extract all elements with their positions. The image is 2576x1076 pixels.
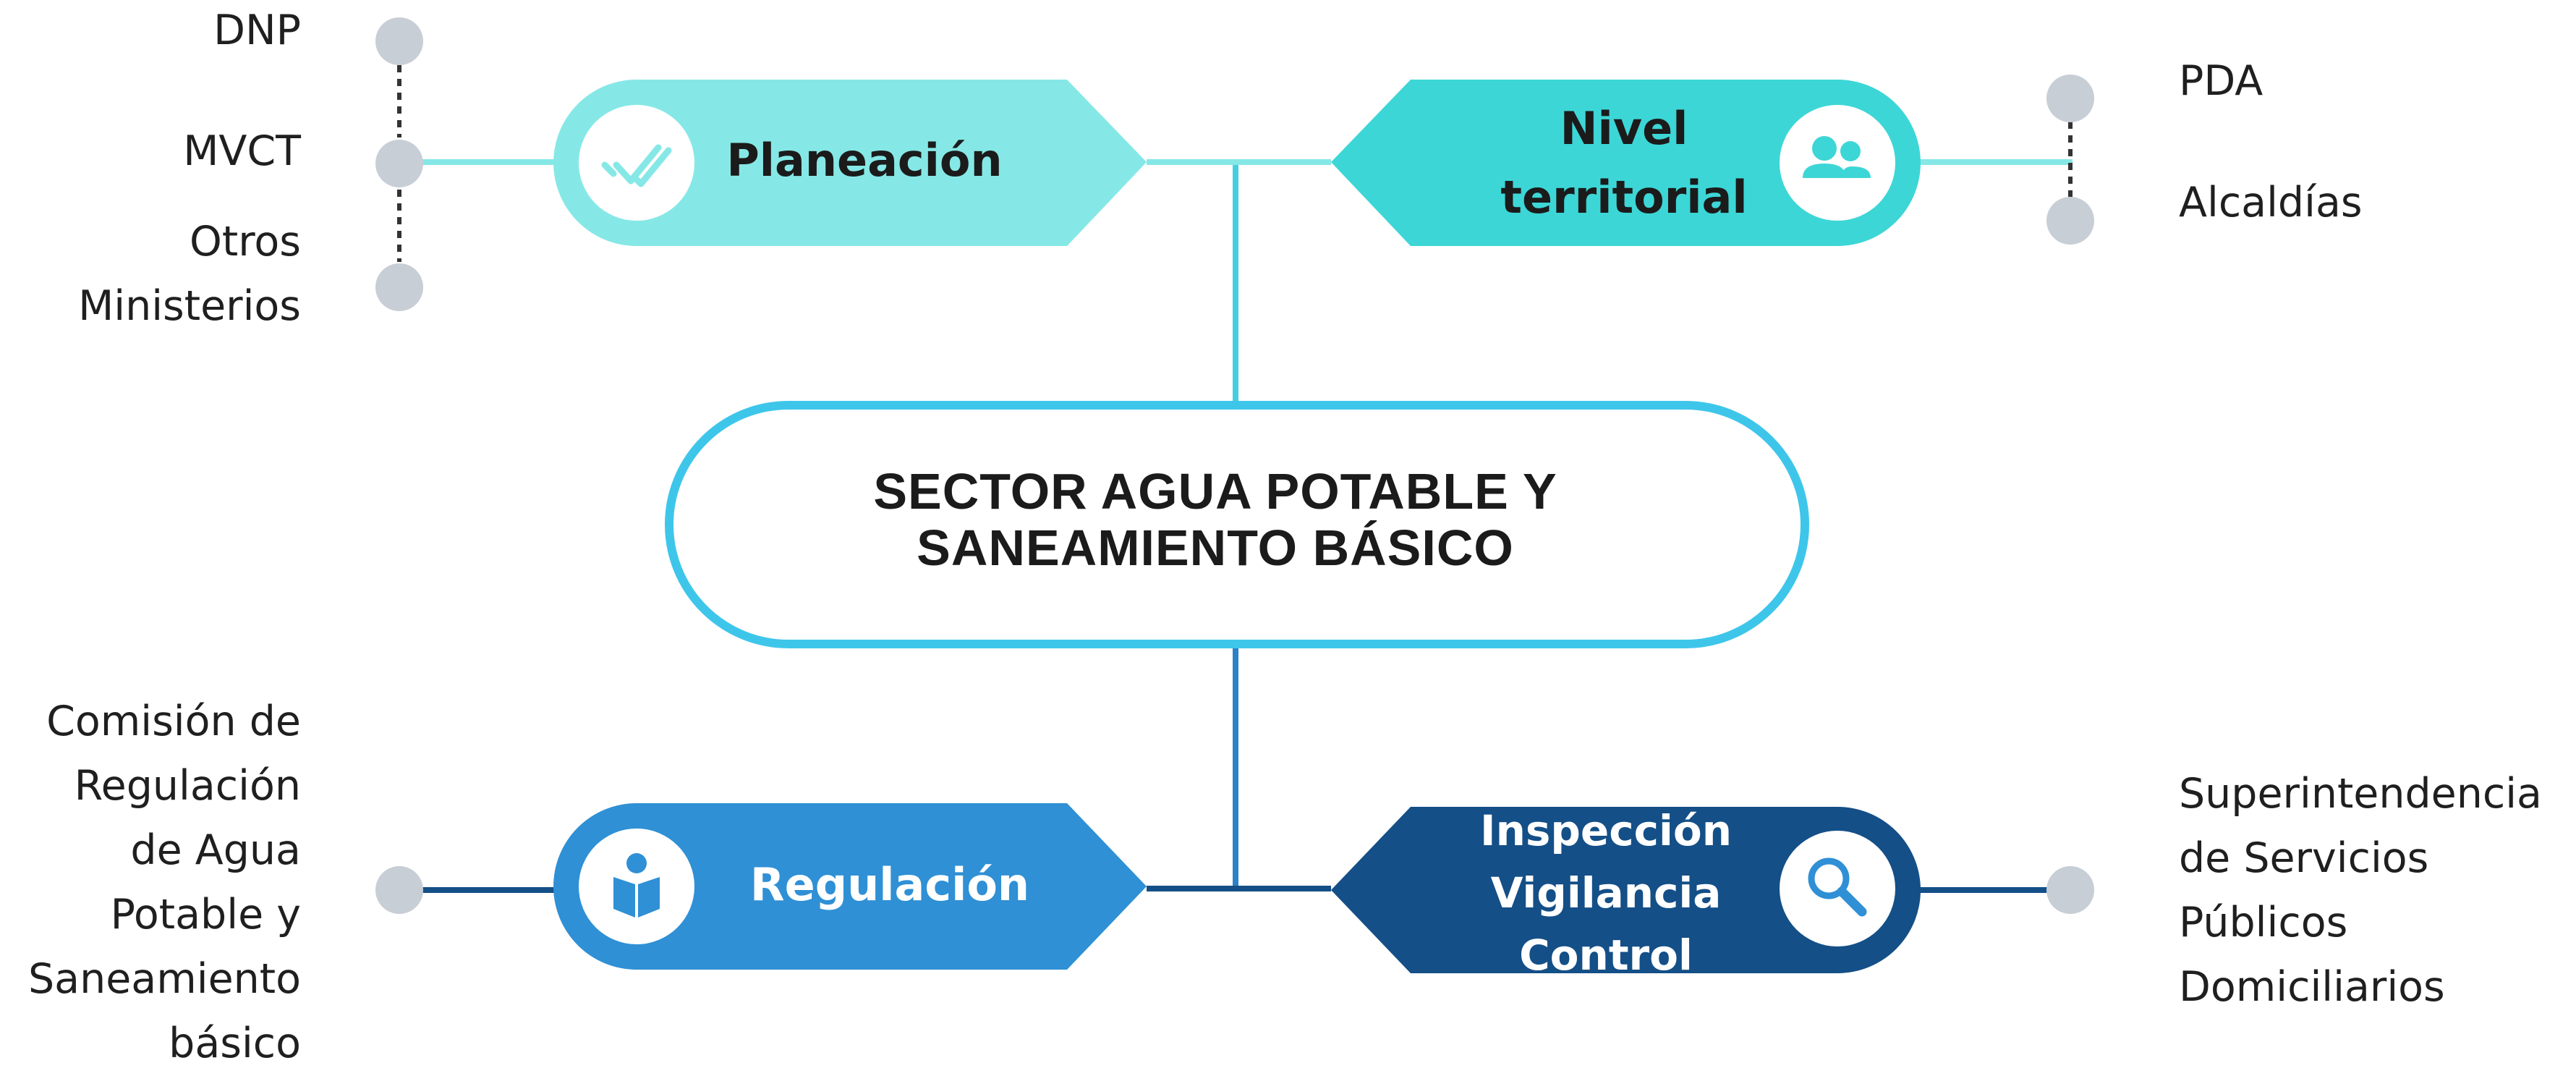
reading-person-icon [613, 853, 660, 918]
magnifier-icon [1808, 857, 1867, 917]
regulacion-icon-circle [579, 829, 694, 944]
territorial-tag [1331, 80, 1921, 246]
node-dot-comision [375, 866, 423, 914]
node-dot-mvct [375, 140, 423, 187]
inspeccion-label-line-1: Inspección [1479, 806, 1733, 855]
regulacion-tag [553, 803, 1147, 970]
inspeccion-label-line-3: Control [1519, 931, 1693, 980]
related-pda: PDA [2179, 57, 2263, 105]
related-comision: Comisión de Regulación de Agua Potable y… [27, 698, 301, 1067]
node-dot-superintendencia [2046, 866, 2094, 914]
double-check-icon [601, 144, 672, 187]
center-title-line-1: SECTOR AGUA POTABLE Y [873, 463, 1557, 520]
center-title: SECTOR AGUA POTABLE Y SANEAMIENTO BÁSICO [669, 463, 1761, 576]
center-title-line-2: SANEAMIENTO BÁSICO [917, 520, 1514, 576]
related-mvct: MVCT [183, 127, 301, 175]
node-dot-dnp [375, 17, 423, 65]
related-alcaldias: Alcaldías [2179, 179, 2363, 226]
node-dot-pda [2046, 75, 2094, 122]
territorial-label-line-1: Nivel [1560, 102, 1688, 155]
inspeccion-label-line-2: Vigilancia [1490, 868, 1722, 918]
territorial-label: Nivel territorial [1479, 94, 1769, 232]
territorial-label-line-2: territorial [1500, 171, 1748, 224]
inspeccion-tag [1331, 807, 1921, 973]
planeacion-tag [553, 80, 1147, 246]
center-pill [665, 401, 1809, 648]
regulacion-label: Regulación [749, 858, 1030, 911]
related-dnp: DNP [213, 7, 301, 54]
territorial-icon-circle [1780, 105, 1895, 221]
node-dot-otros [375, 263, 423, 311]
node-dot-alcaldias [2046, 197, 2094, 245]
related-superintendencia: Superintendencia de Servicios Públicos D… [2179, 770, 2542, 1011]
inspeccion-label: Inspección Vigilancia Control [1454, 800, 1758, 986]
people-icon [1803, 136, 1871, 178]
inspeccion-icon-circle [1780, 831, 1895, 946]
planeacion-label: Planeación [726, 134, 1003, 187]
related-otros-ministerios: Otros Ministerios [78, 218, 301, 330]
planeacion-icon-circle [579, 105, 694, 221]
